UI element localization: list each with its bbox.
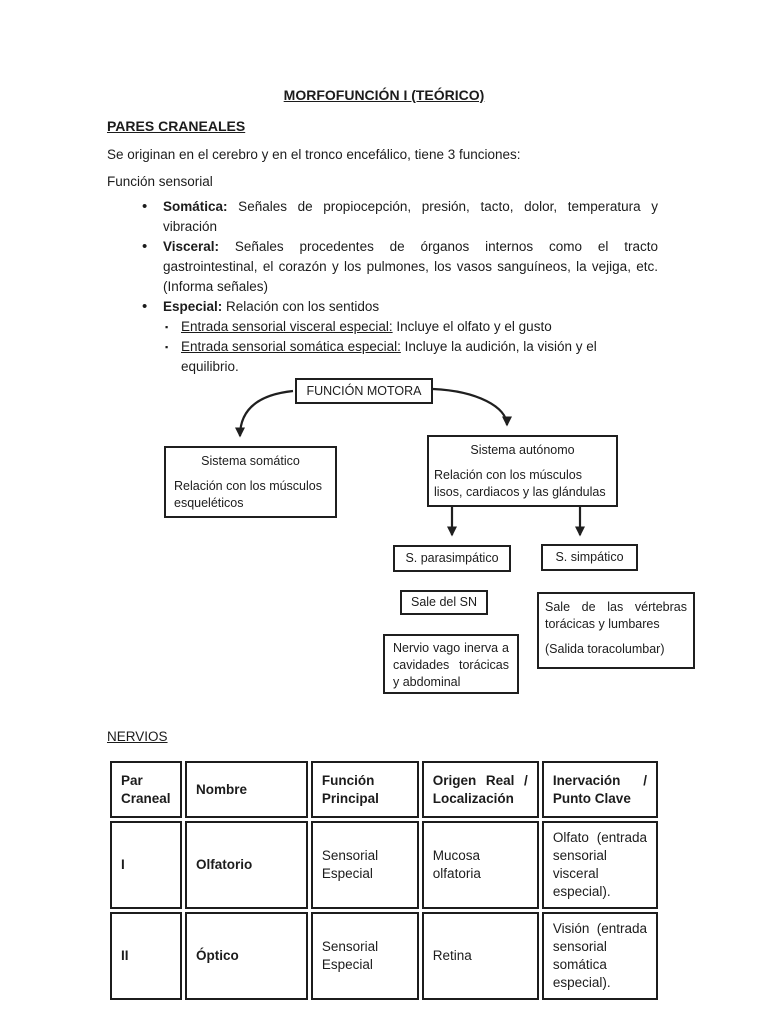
sub-bullet-list: Entrada sensorial visceral especial: Inc… bbox=[163, 317, 658, 377]
parasympathetic-box: S. parasimpático bbox=[393, 545, 511, 572]
section-heading-pares-craneales: PARES CRANEALES bbox=[107, 118, 246, 134]
autonomic-system-box: Sistema autónomo Relación con los múscul… bbox=[427, 435, 618, 507]
sub-bullet-rest: Incluye la audición, la visión y el equi… bbox=[181, 339, 597, 374]
table-header-row: Par Craneal Nombre Función Principal Ori… bbox=[110, 761, 658, 818]
arrow-to-somatic bbox=[234, 389, 294, 438]
nervios-heading: NERVIOS bbox=[107, 729, 168, 744]
cranial-nerves-table: Par Craneal Nombre Función Principal Ori… bbox=[107, 758, 661, 1003]
table-row: II Óptico Sensorial Especial Retina Visi… bbox=[110, 912, 658, 1000]
nerves-section: NERVIOS Par Craneal Nombre Función Princ… bbox=[107, 728, 661, 1003]
cell-nombre: Óptico bbox=[184, 912, 308, 1000]
sympathetic-exit-line1: Sale de las vértebras torácicas y lumbar… bbox=[545, 600, 687, 631]
vagus-nerve-box: Nervio vago inerva a cavidades torácicas… bbox=[383, 634, 519, 694]
sub-bullet-underlined: Entrada sensorial somática especial: bbox=[181, 339, 401, 354]
cell-inervacion: Olfato (entrada sensorial visceral espec… bbox=[541, 821, 658, 909]
cell-nombre: Olfatorio bbox=[184, 821, 308, 909]
sympathetic-exit-box: Sale de las vértebras torácicas y lumbar… bbox=[537, 592, 695, 669]
cell-funcion: Sensorial Especial bbox=[310, 912, 419, 1000]
function-sensorial-label: Función sensorial bbox=[107, 174, 213, 189]
header-funcion-principal: Función Principal bbox=[310, 761, 419, 818]
sub-bullet-underlined: Entrada sensorial visceral especial: bbox=[181, 319, 393, 334]
document-title: MORFOFUNCIÓN I (TEÓRICO) bbox=[283, 87, 485, 103]
arrow-to-autonomic bbox=[432, 387, 513, 427]
bullet-desc: Relación con los sentidos bbox=[222, 299, 380, 314]
cell-origen: Mucosa olfatoria bbox=[421, 821, 539, 909]
content-area: PARES CRANEALES Se originan en el cerebr… bbox=[107, 118, 658, 377]
intro-paragraph: Se originan en el cerebro y en el tronco… bbox=[107, 147, 521, 162]
cell-par: I bbox=[110, 821, 182, 909]
sympathetic-exit-line2: (Salida toracolumbar) bbox=[545, 642, 665, 656]
motor-function-box: FUNCIÓN MOTORA bbox=[295, 378, 433, 404]
bullet-term: Somática: bbox=[163, 199, 228, 214]
sub-bullet-visceral-especial: Entrada sensorial visceral especial: Inc… bbox=[163, 317, 658, 337]
cns-exit-box: Sale del SN bbox=[400, 590, 488, 615]
somatic-system-body: Relación con los músculos esqueléticos bbox=[174, 479, 322, 510]
somatic-system-title: Sistema somático bbox=[201, 454, 300, 468]
bullet-list: Somática: Señales de propiocepción, pres… bbox=[107, 197, 658, 377]
somatic-system-box: Sistema somático Relación con los múscul… bbox=[164, 446, 337, 518]
cell-funcion: Sensorial Especial bbox=[310, 821, 419, 909]
header-nombre: Nombre bbox=[184, 761, 308, 818]
bullet-visceral: Visceral: Señales procedentes de órganos… bbox=[107, 237, 658, 297]
header-par-craneal: Par Craneal bbox=[110, 761, 182, 818]
header-inervacion: Inervación / Punto Clave bbox=[541, 761, 658, 818]
bullet-desc: Señales de propiocepción, presión, tacto… bbox=[163, 199, 658, 234]
sympathetic-box: S. simpático bbox=[541, 544, 638, 571]
sub-bullet-rest: Incluye el olfato y el gusto bbox=[392, 319, 552, 334]
bullet-somatica: Somática: Señales de propiocepción, pres… bbox=[107, 197, 658, 237]
bullet-desc: Señales procedentes de órganos internos … bbox=[163, 239, 658, 294]
bullet-especial: Especial: Relación con los sentidos Entr… bbox=[107, 297, 658, 377]
autonomic-system-body: Relación con los músculos lisos, cardiac… bbox=[434, 468, 606, 499]
table-row: I Olfatorio Sensorial Especial Mucosa ol… bbox=[110, 821, 658, 909]
bullet-term: Especial: bbox=[163, 299, 223, 314]
cell-inervacion: Visión (entrada sensorial somática espec… bbox=[541, 912, 658, 1000]
autonomic-system-title: Sistema autónomo bbox=[470, 443, 575, 457]
motor-function-diagram: FUNCIÓN MOTORA Sistema somático Relación… bbox=[0, 370, 768, 722]
sub-bullet-somatica-especial: Entrada sensorial somática especial: Inc… bbox=[163, 337, 658, 377]
header-origen-real: Origen Real / Localización bbox=[421, 761, 539, 818]
cell-par: II bbox=[110, 912, 182, 1000]
cell-origen: Retina bbox=[421, 912, 539, 1000]
bullet-term: Visceral: bbox=[163, 239, 220, 254]
